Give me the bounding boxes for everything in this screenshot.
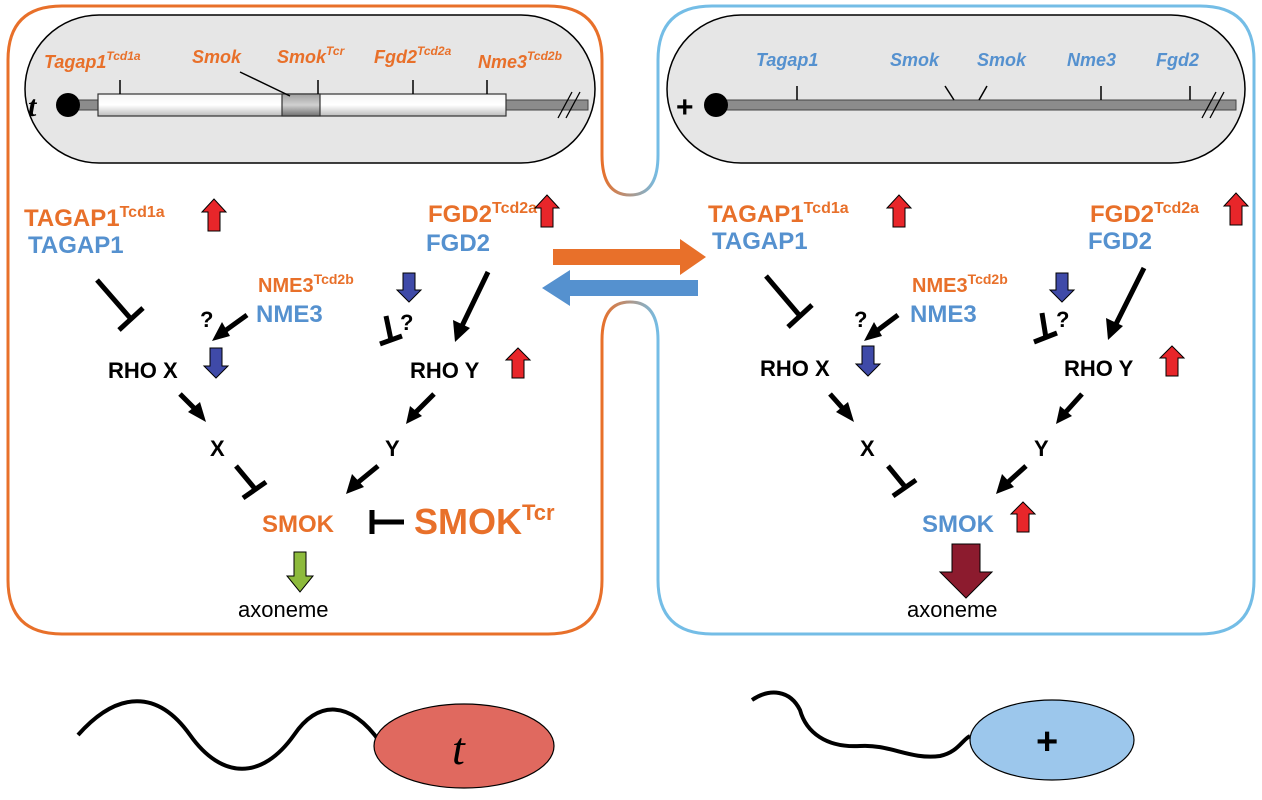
left-compartment-border [6,4,604,636]
transfer-arrow-right [553,239,706,275]
right-fgd2-up-arrow [1222,192,1250,226]
right-sperm-label: + [1036,721,1058,763]
left-fgd2-mutant: FGD2Tcd2a [428,200,537,228]
upper-connector [600,154,660,197]
right-tagap1-wt: TAGAP1 [712,228,808,255]
right-chromosome-panel [666,14,1246,164]
right-smok-big-arrow [938,543,994,599]
right-gene-smok-1: Smok [890,50,940,70]
left-tagap1-mutant: TAGAP1Tcd1a [24,204,165,232]
right-gene-nme3: Nme3 [1067,50,1116,70]
right-sperm-head [969,699,1135,781]
left-smok-tcr: SMOKTcr [414,500,555,542]
left-sperm-label: t [452,723,466,774]
left-rho-y-up-arrow [504,347,532,379]
right-rho-x-down-arrow [854,345,882,377]
left-question-1: ? [200,307,213,332]
left-smok-tcr-region [281,93,321,117]
right-fgd2-wt: FGD2 [1088,228,1152,255]
right-question-1: ? [854,307,867,332]
right-x: X [860,436,875,461]
left-gene-nme3: Nme3Tcd2b [478,49,562,72]
right-rho-y-up-arrow [1158,345,1186,377]
right-gene-tagap1: Tagap1 [756,50,818,70]
lower-connector [600,300,660,341]
left-tagap1-wt: TAGAP1 [28,232,124,259]
right-question-2: ? [1056,307,1069,332]
right-gene-smok-2: Smok [977,50,1027,70]
left-rho-y: RHO Y [410,358,480,383]
right-nme3-down-arrow [1048,272,1076,303]
right-compartment-border [656,4,1256,636]
right-smok-up-arrow [1009,501,1037,533]
left-x: X [210,436,225,461]
right-tagap1-mutant: TAGAP1Tcd1a [708,200,849,228]
right-nme3-mutant: NME3Tcd2b [912,271,1008,297]
right-fgd2-mutant: FGD2Tcd2a [1090,200,1199,228]
right-axoneme: axoneme [907,597,998,622]
left-rho-x: RHO X [108,358,178,383]
left-smok: SMOK [262,511,335,538]
left-tagap1-up-arrow [200,198,228,232]
left-sperm-tail [76,699,382,771]
left-gene-smok-tcr: SmokTcr [277,44,346,67]
left-axoneme: axoneme [238,597,329,622]
right-rho-y: RHO Y [1064,356,1134,381]
left-fgd2-up-arrow [533,194,561,228]
right-smok: SMOK [922,511,995,538]
right-chromosome-arm [715,99,1237,111]
right-sperm-tail [750,690,972,759]
left-rho-x-down-arrow [202,347,230,379]
right-centromere [704,93,728,117]
left-smok-down-arrow [285,551,315,593]
left-sperm-head [373,703,555,789]
left-chromosome-panel [24,14,596,164]
transfer-arrow-left [542,270,698,306]
right-gene-fgd2: Fgd2 [1156,50,1199,70]
left-centromere [56,93,80,117]
left-fgd2-wt: FGD2 [426,230,490,257]
right-rho-x: RHO X [760,356,830,381]
left-question-2: ? [400,310,413,335]
left-nme3-mutant: NME3Tcd2b [258,271,354,297]
right-chromosome-symbol: + [676,91,694,124]
left-y: Y [385,436,400,461]
left-gene-smok: Smok [192,47,242,67]
right-nme3-wt: NME3 [910,301,977,328]
left-chromosome-symbol: t [28,90,38,123]
left-gene-fgd2: Fgd2Tcd2a [374,44,452,67]
left-gene-tagap1: Tagap1Tcd1a [44,49,141,72]
left-nme3-down-arrow [395,272,423,303]
right-y: Y [1034,436,1049,461]
right-tagap1-up-arrow [885,194,913,228]
left-nme3-wt: NME3 [256,301,323,328]
